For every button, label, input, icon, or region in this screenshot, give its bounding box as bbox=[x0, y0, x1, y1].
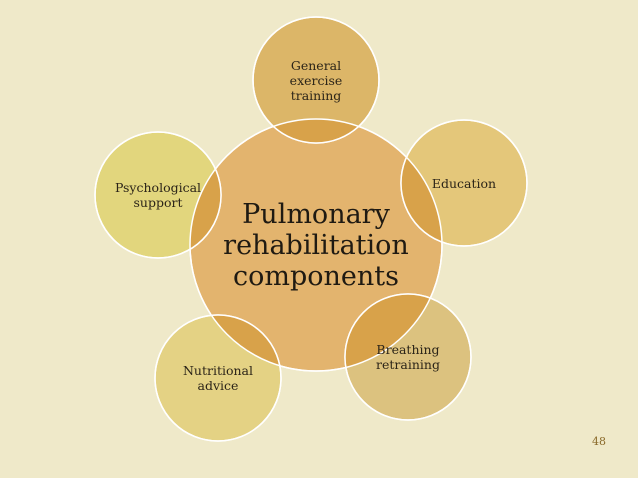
page-number: 48 bbox=[592, 435, 606, 448]
label-nutrition: Nutritional advice bbox=[182, 363, 254, 393]
label-psych: Psychological support bbox=[114, 180, 202, 210]
label-exercise: General exercise training bbox=[289, 57, 343, 103]
label-education: Education bbox=[431, 175, 497, 191]
center-label: Pulmonary rehabilitation components bbox=[223, 198, 409, 292]
overlap-nutrition bbox=[190, 315, 281, 371]
label-breathing: Breathing retraining bbox=[376, 342, 440, 372]
